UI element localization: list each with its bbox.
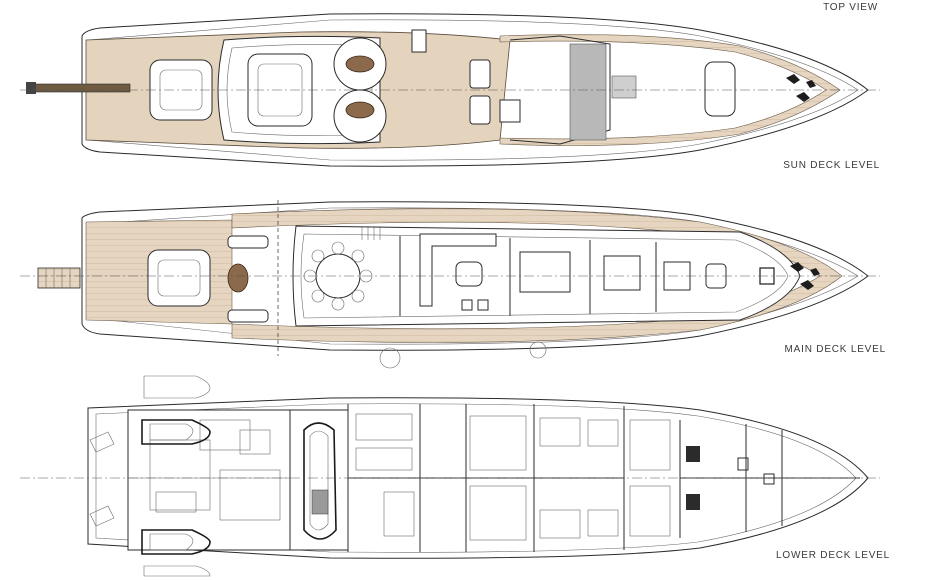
- label-lower-deck: LOWER DECK LEVEL: [776, 550, 890, 561]
- lower-deck-plan: [20, 375, 880, 577]
- label-main-deck: MAIN DECK LEVEL: [784, 344, 886, 355]
- label-top-view: TOP VIEW: [823, 2, 878, 13]
- label-sun-deck: SUN DECK LEVEL: [783, 160, 880, 171]
- main-deck-plan: [20, 200, 880, 369]
- sun-deck-plan: [20, 13, 880, 167]
